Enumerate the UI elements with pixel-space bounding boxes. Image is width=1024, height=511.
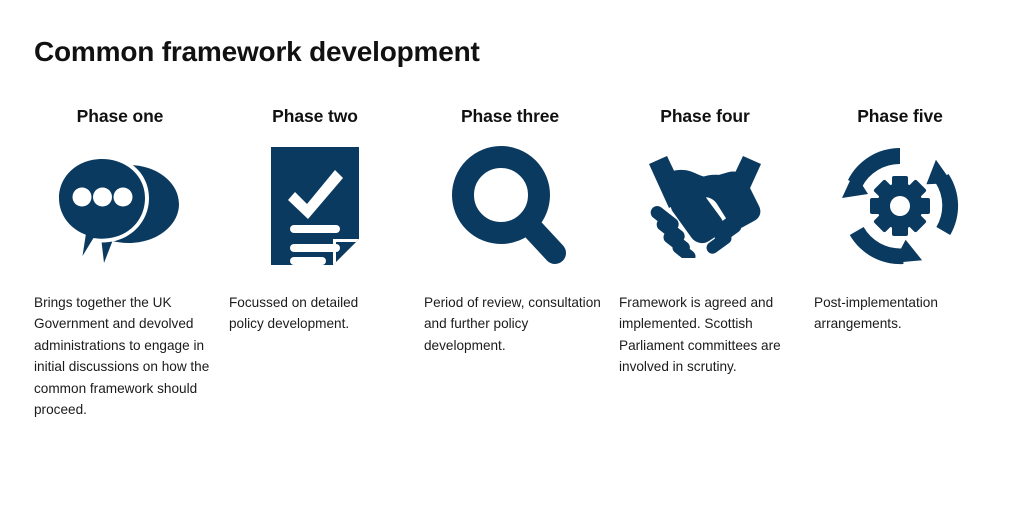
phase-five-heading: Phase five	[857, 106, 943, 126]
phase-four-heading: Phase four	[660, 106, 750, 126]
phase-five-description: Post-implementation arrangements.	[814, 295, 938, 332]
phase-one-description: Brings together the UK Government and de…	[34, 295, 210, 418]
phase-three-heading: Phase three	[460, 106, 560, 126]
phase-column-two: Phase two	[229, 106, 424, 335]
phase-three-description: Period of review, consultation and furth…	[424, 295, 601, 353]
cycle-gear-icon	[814, 140, 986, 272]
phase-column-four: Phase four	[619, 106, 814, 378]
page-title: Common framework development	[34, 36, 480, 67]
phase-one-heading: Phase one	[76, 106, 164, 126]
phase-column-five: Phase five	[814, 106, 1009, 335]
phase-two-description: Focussed on detailed policy development.	[229, 295, 359, 332]
phase-columns: Phase one Brings togeth	[34, 106, 994, 420]
phase-column-one: Phase one Brings togeth	[34, 106, 229, 420]
speech-bubbles-icon	[34, 140, 206, 272]
phase-two-heading: Phase two	[272, 106, 358, 126]
phase-four-description: Framework is agreed and implemented. Sco…	[619, 295, 781, 375]
document-checklist-icon	[229, 140, 401, 272]
magnifying-glass-icon	[424, 140, 596, 272]
handshake-icon	[619, 140, 791, 272]
phase-column-three: Phase three Period of review, consultati…	[424, 106, 619, 356]
